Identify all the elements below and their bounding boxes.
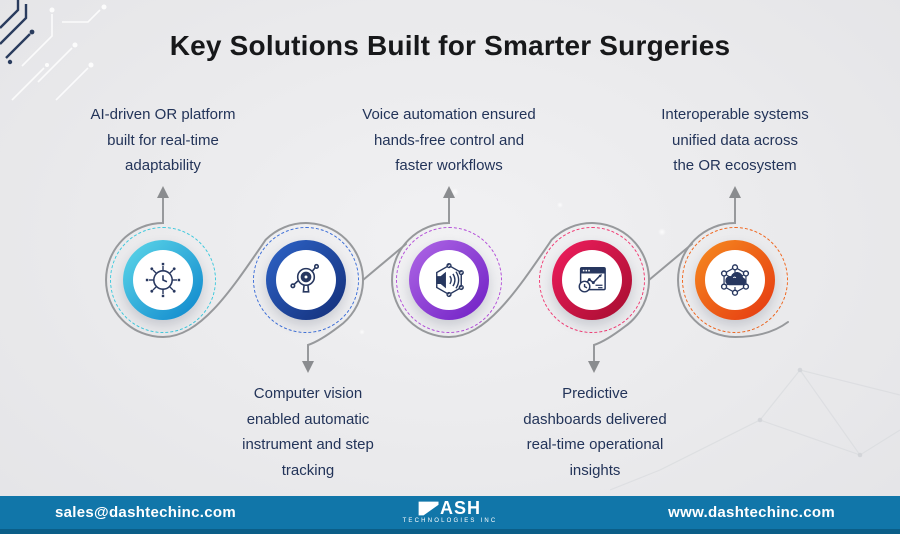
step-4-node [537,225,647,335]
step-4-caption: Predictive dashboards delivered real-tim… [480,381,710,483]
dash-logo-subtitle: TECHNOLOGIES INC [402,518,498,524]
caption-line: Predictive [562,385,628,402]
footer: sales@dashtechinc.com ASH TECHNOLOGIES I… [0,496,900,534]
serpentine-segment-1 [105,195,364,364]
serpentine-segment-2 [362,243,407,281]
caption-line: instrument and step [242,436,374,453]
dash-logo-text: ASH [439,498,481,518]
footer-email[interactable]: sales@dashtechinc.com [55,504,236,521]
step-1-icon-bg [133,250,193,310]
footer-website[interactable]: www.dashtechinc.com [668,504,835,521]
dash-logo-d-icon [418,501,439,516]
step-3-ring [409,240,489,320]
cloud-network-icon [720,264,750,296]
step-4-ring [552,240,632,320]
step-3-dashed-ring [396,227,502,333]
step-1-dashed-ring [110,227,216,333]
predictive-dashboard-icon [578,267,606,293]
step-5-caption: Interoperable systems unified data acros… [620,102,850,179]
caption-line: insights [569,461,621,479]
caption-line: dashboards delivered [523,410,667,428]
page-title: Key Solutions Built for Smarter Surgerie… [169,30,731,61]
step-3-caption: Voice automation ensured hands-free cont… [334,102,564,179]
caption-line: AI-driven OR platform [90,106,236,123]
up-arrow-step-3 [443,186,455,198]
step-1-caption: AI-driven OR platform built for real-tim… [48,102,278,179]
down-arrow-step-2 [302,361,314,373]
step-2-ring [266,240,346,320]
up-arrow-step-5 [729,186,741,198]
caption-line: the OR ecosystem [673,157,797,174]
caption-line: Computer vision [253,385,363,402]
step-2-node [251,225,361,335]
caption-line: Interoperable systems [661,106,809,123]
caption-line: tracking [281,461,335,479]
caption-line: hands-free control and [373,131,525,149]
mesh-decoration-bottom-right [610,367,900,491]
step-2-dashed-ring [253,227,359,333]
caption-line: real-time operational [526,436,664,453]
caption-line: faster workflows [395,157,503,174]
serpentine-segment-3 [391,195,650,364]
step-3-icon-bg [419,250,479,310]
serpentine-segment-4 [648,243,693,281]
step-3-node [394,225,504,335]
down-arrow-step-4 [588,361,600,373]
caption-line: built for real-time [107,131,219,149]
step-5-ring [695,240,775,320]
step-2-caption: Computer vision enabled automatic instru… [193,381,423,483]
step-4-dashed-ring [539,227,645,333]
vision-camera-icon [290,263,320,293]
step-5-node [680,225,790,335]
circuit-decoration-top-left [0,0,107,101]
caption-line: enabled automatic [246,410,370,428]
step-2-icon-bg [276,250,336,310]
caption-line: adaptability [125,157,201,174]
caption-line: Voice automation ensured [362,106,536,123]
caption-line: unified data across [672,131,798,149]
step-4-icon-bg [562,250,622,310]
serpentine-segment-5 [677,195,789,339]
step-5-icon-bg [705,250,765,310]
dash-logo: ASH TECHNOLOGIES INC [403,496,498,529]
voice-speaker-icon [436,262,464,298]
up-arrow-step-1 [157,186,169,198]
step-1-ring [123,240,203,320]
step-5-dashed-ring [682,227,788,333]
step-1-node [108,225,218,335]
ai-clock-icon [145,262,181,298]
